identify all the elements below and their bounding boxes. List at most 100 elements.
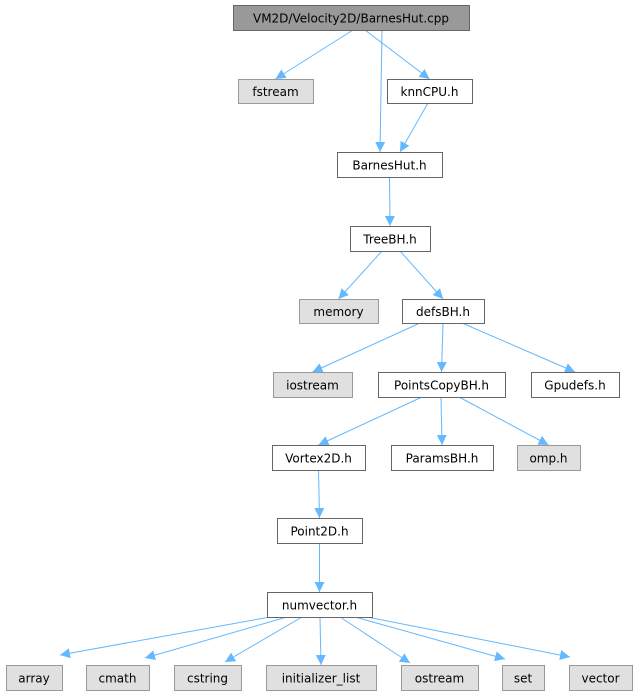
edge-knncpu-to-barneshut [399, 102, 429, 153]
edge-numvector-to-set [354, 616, 506, 662]
node-label: numvector.h [282, 599, 357, 613]
node-treebh[interactable]: TreeBH.h [350, 226, 431, 252]
node-barneshut[interactable]: BarnesHut.h [337, 152, 443, 178]
node-omp: omp.h [517, 445, 581, 471]
edge-arrow [384, 176, 395, 227]
edge-arrow [436, 322, 447, 373]
node-box [277, 518, 363, 544]
node-defsbh[interactable]: defsBH.h [402, 299, 485, 324]
node-box [233, 5, 470, 31]
edge-arrow [315, 616, 326, 666]
edge-defsbh-to-gpudefs [461, 322, 576, 373]
node-label: PointsCopyBH.h [394, 379, 489, 393]
node-pointscopybh[interactable]: PointsCopyBH.h [378, 372, 506, 398]
node-box [387, 79, 473, 104]
edge-arrow [399, 250, 444, 300]
node-label: TreeBH.h [362, 233, 416, 247]
edge-arrow [318, 396, 423, 446]
edge-numvector-to-vector [366, 616, 571, 660]
edge-arrow [312, 322, 421, 373]
edge-numvector-to-cstring [224, 616, 303, 663]
edge-numvector-to-array [59, 616, 271, 659]
node-label: array [18, 672, 49, 686]
node-point2d[interactable]: Point2D.h [277, 518, 363, 544]
edge-defsbh-to-pointscopybh [436, 322, 447, 373]
node-cmath: cmath [86, 665, 150, 691]
edge-arrow [314, 469, 325, 519]
node-label: Vortex2D.h [285, 452, 352, 466]
edge-arrow [224, 616, 303, 663]
node-label: knnCPU.h [401, 85, 459, 99]
edge-arrow [275, 29, 354, 80]
edge-pointscopybh-to-omp [458, 396, 549, 446]
node-box [378, 372, 506, 398]
edge-arrow [364, 29, 430, 80]
node-box [502, 665, 545, 691]
node-box [350, 226, 431, 252]
edge-numvector-to-cmath [144, 616, 288, 661]
node-vector: vector [569, 665, 633, 691]
node-box [272, 445, 366, 471]
node-box [401, 665, 479, 691]
node-box [238, 79, 314, 104]
node-label: defsBH.h [416, 305, 470, 319]
node-label: Point2D.h [290, 525, 348, 539]
node-numvector[interactable]: numvector.h [267, 592, 373, 618]
node-box [531, 372, 620, 398]
edge-pointscopybh-to-paramsbh [436, 396, 447, 446]
node-box [337, 152, 443, 178]
node-box [391, 445, 494, 471]
node-set: set [502, 665, 545, 691]
node-paramsbh[interactable]: ParamsBH.h [391, 445, 494, 471]
node-cstring: cstring [174, 665, 242, 691]
edge-root-to-knncpu [364, 29, 430, 80]
node-label: iostream [286, 379, 339, 393]
node-ostream: ostream [401, 665, 479, 691]
node-iostream: iostream [273, 372, 353, 398]
node-memory: memory [299, 299, 379, 324]
edge-treebh-to-memory [338, 250, 383, 300]
edge-arrow [339, 616, 411, 664]
node-fstream: fstream [238, 79, 314, 104]
edge-numvector-to-ostream [339, 616, 411, 664]
edge-arrow [59, 616, 271, 659]
node-box [267, 592, 373, 618]
edge-arrow [375, 29, 386, 153]
edge-arrow [461, 322, 576, 373]
node-label: ostream [415, 672, 464, 686]
node-box [273, 372, 353, 398]
edge-arrow [458, 396, 549, 446]
node-root: VM2D/Velocity2D/BarnesHut.cpp [233, 5, 470, 31]
edge-arrow [399, 102, 429, 153]
node-label: BarnesHut.h [352, 159, 426, 173]
node-label: Gpudefs.h [544, 379, 605, 393]
node-label: cmath [99, 672, 137, 686]
node-gpudefs[interactable]: Gpudefs.h [531, 372, 620, 398]
edge-arrow [436, 396, 447, 446]
node-box [6, 665, 63, 691]
node-label: vector [581, 672, 619, 686]
edge-arrow [338, 250, 383, 300]
node-array: array [6, 665, 63, 691]
node-box [569, 665, 633, 691]
node-label: omp.h [529, 452, 567, 466]
node-vortex2d[interactable]: Vortex2D.h [272, 445, 366, 471]
edge-pointscopybh-to-vortex2d [318, 396, 423, 446]
node-label: cstring [187, 672, 228, 686]
node-label: set [514, 672, 533, 686]
edge-root-to-fstream [275, 29, 354, 80]
edge-vortex2d-to-point2d [314, 469, 325, 519]
node-label: fstream [252, 85, 298, 99]
node-box [299, 299, 379, 324]
edge-barneshut-to-treebh [384, 176, 395, 227]
node-label: initializer_list [282, 672, 361, 686]
node-knncpu[interactable]: knnCPU.h [387, 79, 473, 104]
edge-arrow [144, 616, 288, 661]
node-label: ParamsBH.h [406, 452, 479, 466]
node-box [517, 445, 581, 471]
edge-treebh-to-defsbh [399, 250, 444, 300]
edge-arrow [366, 616, 571, 660]
node-box [266, 665, 377, 691]
node-initializer-list: initializer_list [266, 665, 377, 691]
